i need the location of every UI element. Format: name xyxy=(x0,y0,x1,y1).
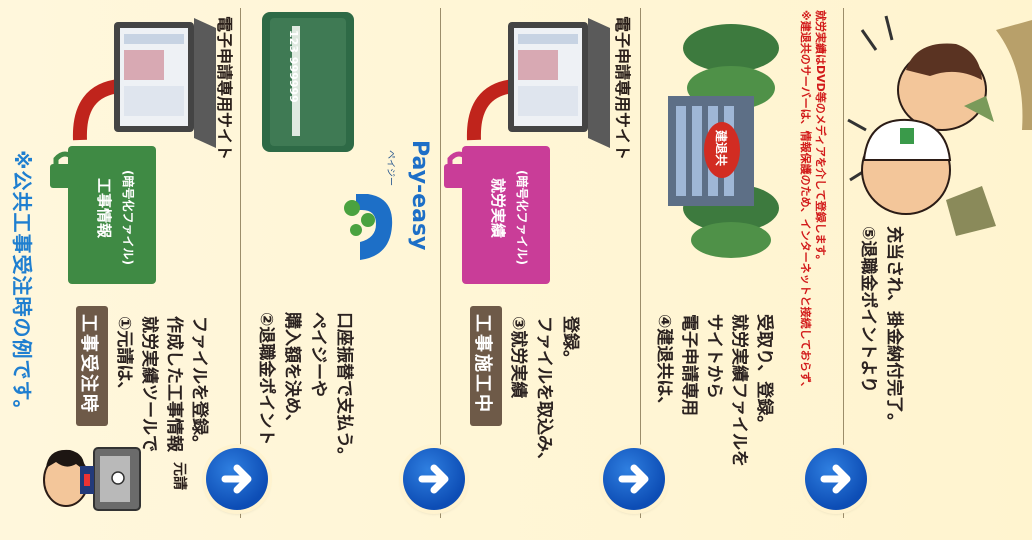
payeasy-logo-icon xyxy=(344,194,393,260)
step-5-line-1: ⑤退職金ポイントより xyxy=(858,226,878,394)
construction-info-file-icon xyxy=(68,146,156,284)
server-note-line-1: ※建退共のサーバーは、情報保護のため、インターネットと接続しておらず、 xyxy=(799,10,812,393)
step-1-line-4: ファイルを登録。 xyxy=(189,316,209,452)
column-divider xyxy=(440,8,441,518)
work-record-file-icon xyxy=(462,146,550,284)
phase-badge-construction xyxy=(470,306,502,426)
file-sublabel-work-record: (暗号化ファイル) xyxy=(515,170,529,265)
contractor-person-icon xyxy=(43,447,141,511)
payeasy-ruby: ペイジー xyxy=(385,150,395,187)
flow-next-arrow-icon xyxy=(206,448,268,510)
step-1-line-2: 就労実績ツールで xyxy=(139,316,159,452)
step-4-line-2: 電子申請専用 xyxy=(679,314,699,416)
column-divider xyxy=(240,8,241,518)
step-4-line-3: サイトから xyxy=(704,314,724,399)
step-5-line-2: 充当され、掛金納付完了。 xyxy=(884,226,904,431)
phase-badge-order xyxy=(76,306,108,426)
file-label-work-record: 就労実績 xyxy=(489,178,507,239)
phase-badge-order-label: 工事受注時 xyxy=(78,314,99,414)
kentaikyo-badge-icon xyxy=(704,122,740,178)
step-3-line-3: 登録。 xyxy=(560,316,580,367)
column-divider xyxy=(843,8,844,518)
step-1-line-1: ①元請は、 xyxy=(114,316,134,399)
step-4-line-1: ④建退共は、 xyxy=(654,314,674,414)
payeasy-brand: Pay-easy xyxy=(407,140,432,251)
site-label-2: 電子申請専用サイト xyxy=(613,16,632,161)
happy-workers-icon xyxy=(847,15,1032,236)
file-sublabel-construction: (暗号化ファイル) xyxy=(121,170,135,265)
laptop-icon xyxy=(508,18,610,148)
step-1-line-3: 作成した工事情報 xyxy=(164,316,184,452)
server-note-line-2: 就労実績はDVD等のメディアを介して登録します。 xyxy=(814,10,827,266)
step-4-line-4: 就労実績ファイルを xyxy=(729,314,749,467)
step-2-line-1: ②退職金ポイント xyxy=(256,312,276,446)
step-2-line-3: ペイジーや xyxy=(308,312,328,397)
page-title: ※公共工事受注時の例です。 xyxy=(10,150,34,421)
card-number: 123 999999 xyxy=(287,30,300,103)
lock-icon xyxy=(50,151,80,188)
step-2-line-2: 購入額を決め、 xyxy=(282,312,302,431)
laptop-icon xyxy=(114,18,216,148)
flow-next-arrow-icon xyxy=(603,448,665,510)
step-2-line-4: 口座振替で支払う。 xyxy=(334,312,354,464)
building-label: 建退共 xyxy=(714,130,728,167)
lock-icon xyxy=(444,151,474,188)
step-3-line-1: ③就労実績 xyxy=(508,316,528,399)
bank-card-icon xyxy=(262,12,354,152)
file-label-construction: 工事情報 xyxy=(95,178,113,239)
step-3-line-2: ファイルを取込み、 xyxy=(534,316,554,469)
building-icon xyxy=(668,96,754,206)
step-4-line-5: 受取り、登録。 xyxy=(754,314,774,433)
flow-next-arrow-icon xyxy=(805,448,867,510)
actor-label: 元請 xyxy=(171,462,187,490)
site-label-1: 電子申請専用サイト xyxy=(215,16,234,161)
flow-next-arrow-icon xyxy=(403,448,465,510)
column-divider xyxy=(640,8,641,518)
phase-badge-construction-label: 工事施工中 xyxy=(472,314,493,414)
